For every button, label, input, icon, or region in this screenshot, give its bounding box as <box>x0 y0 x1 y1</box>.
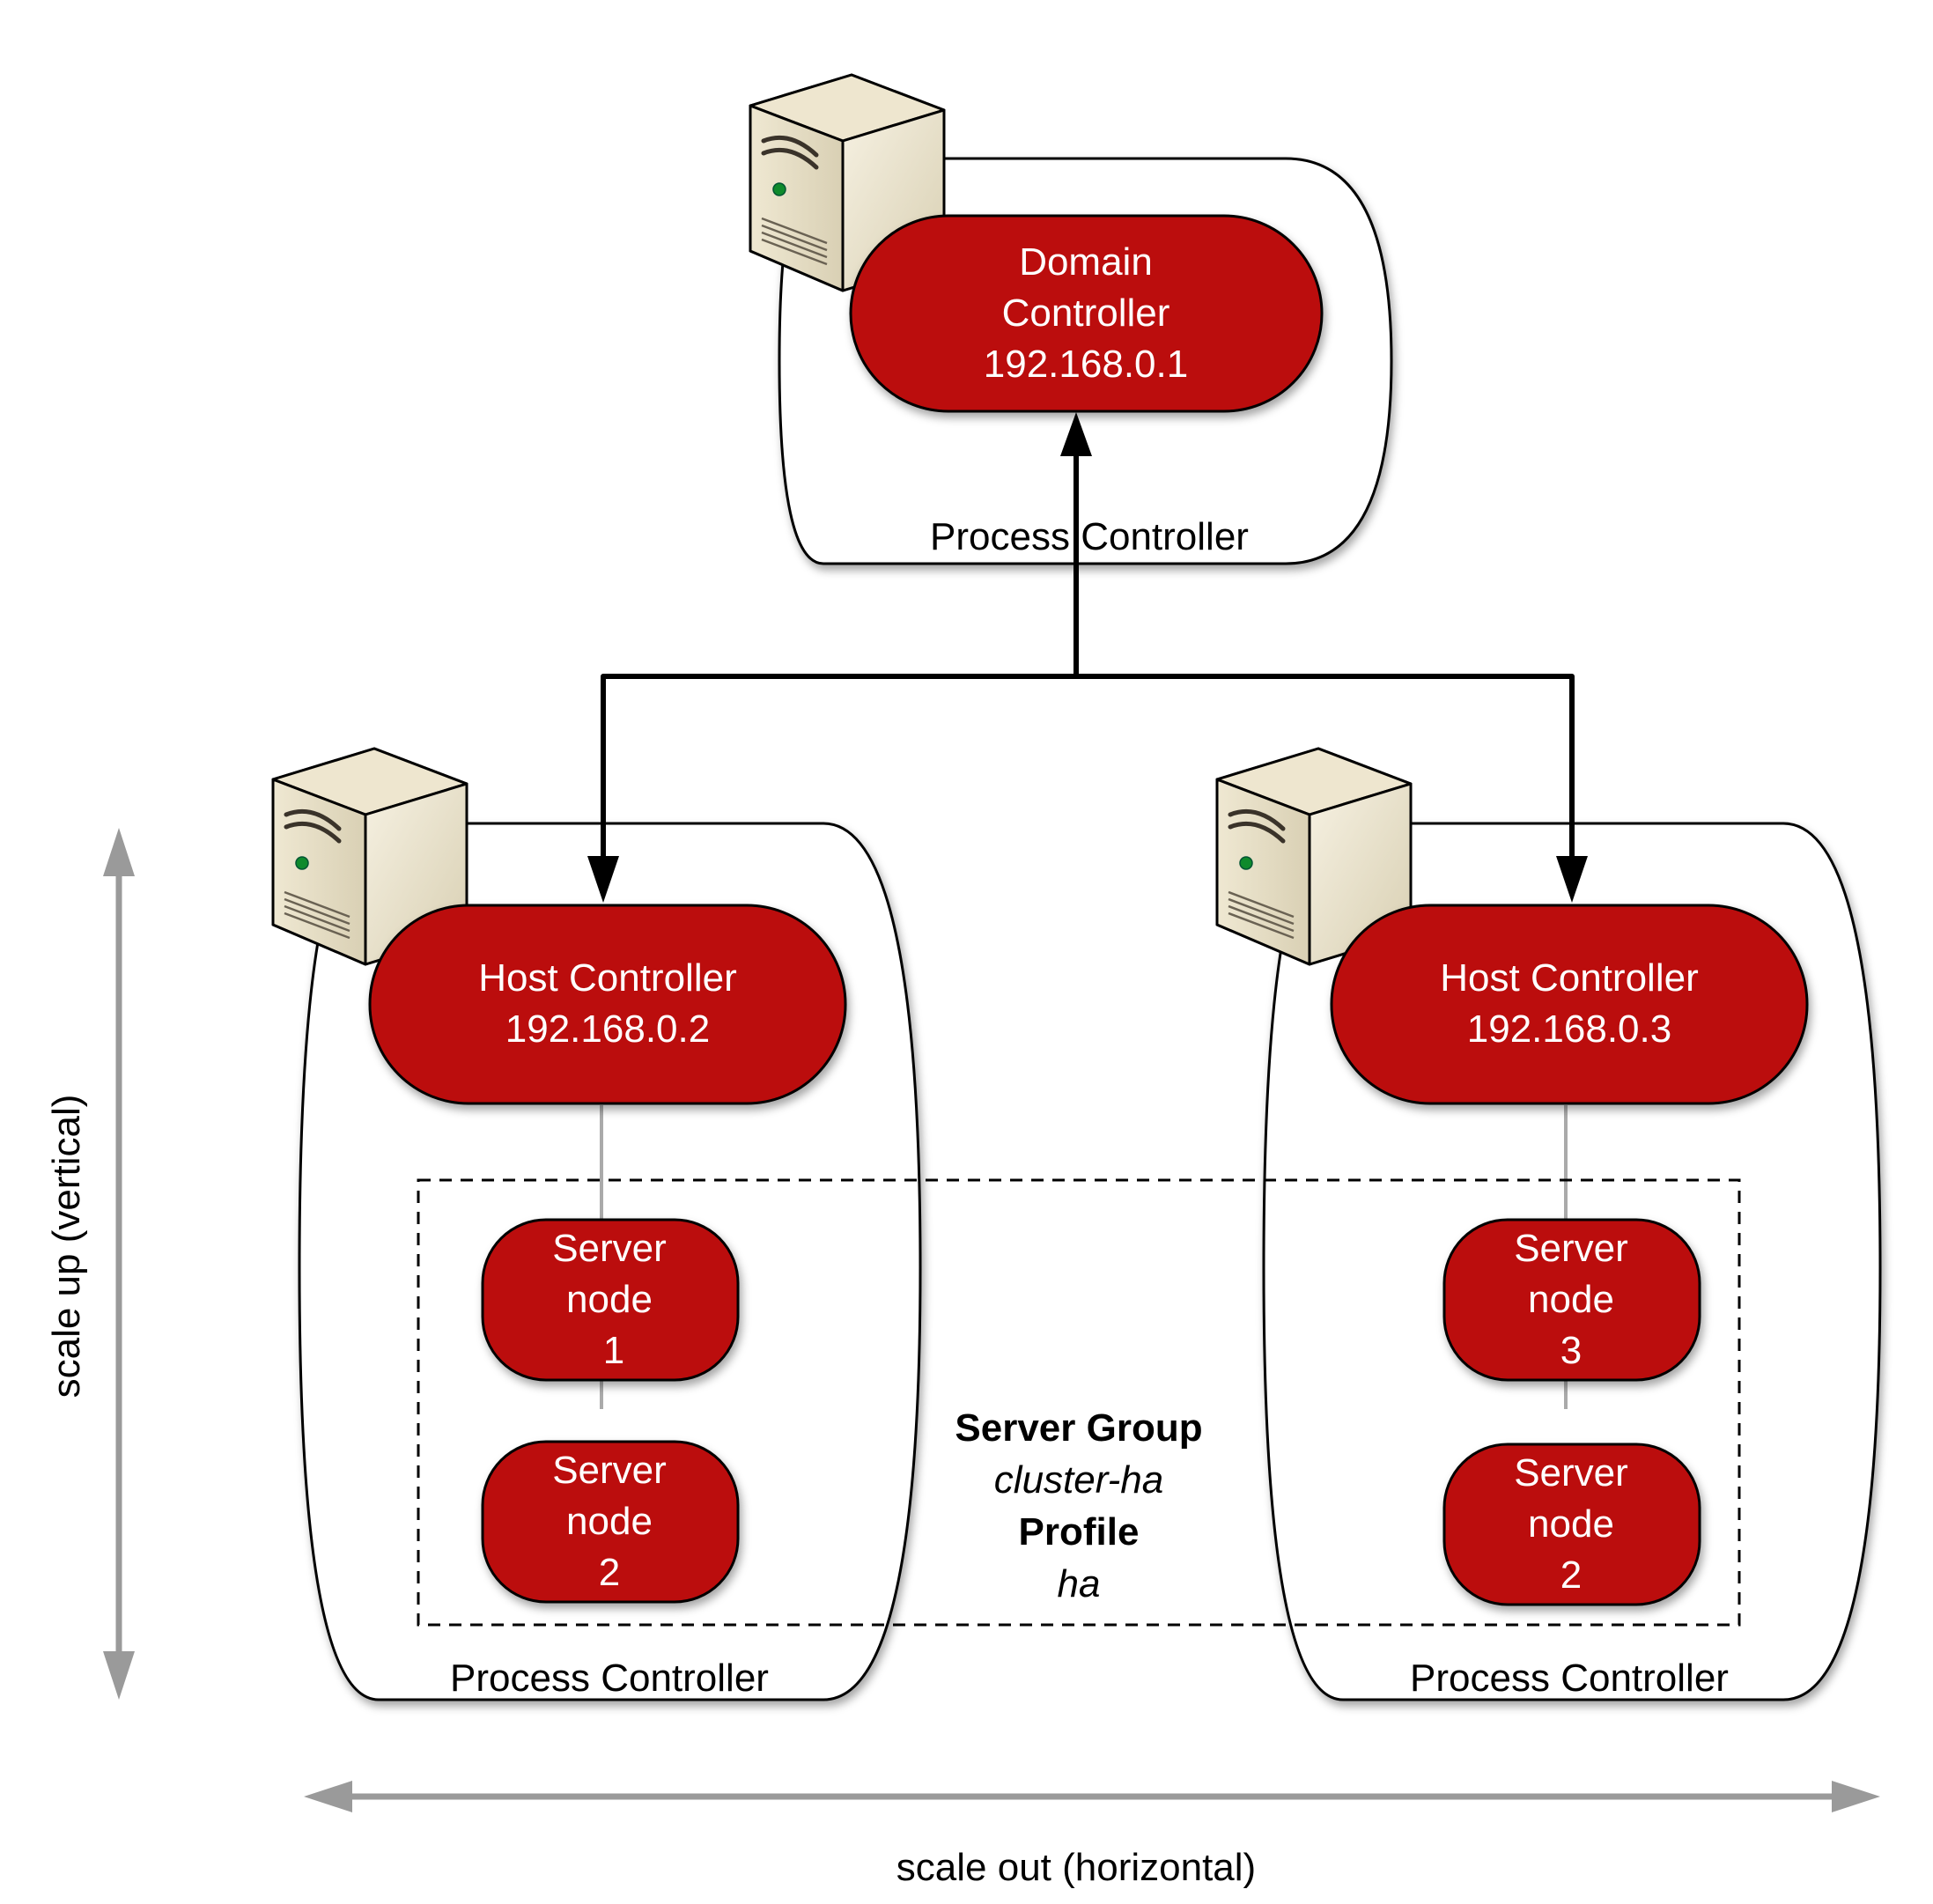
host-controller-ip: 192.168.0.2 <box>505 1007 710 1051</box>
server-node <box>1442 1218 1701 1382</box>
server-node-label: 2 <box>599 1551 620 1594</box>
axis-arrowhead-down <box>103 1651 135 1700</box>
process-controller-label: Process Controller <box>450 1657 769 1700</box>
arrowhead-down <box>1556 856 1588 903</box>
horizontal-scale-label: scale out (horizontal) <box>896 1846 1256 1889</box>
server-group-boundary <box>417 1178 1741 1627</box>
server-node <box>1442 1443 1701 1606</box>
server-node <box>481 1218 740 1382</box>
profile-heading: Profile <box>1019 1510 1140 1553</box>
profile-name: ha <box>1058 1562 1101 1605</box>
arrowhead-up <box>1060 412 1092 456</box>
server-group-name: cluster-ha <box>994 1458 1163 1502</box>
server-node-label: Server <box>552 1227 667 1270</box>
host-controller-node <box>1330 904 1809 1105</box>
management-connector <box>601 454 1575 881</box>
server-node-label: node <box>566 1278 653 1321</box>
vertical-scale-label: scale up (vertical) <box>45 1095 88 1398</box>
host-controller-label: Host Controller <box>478 956 736 1000</box>
server-node-label: 2 <box>1560 1553 1582 1597</box>
process-controller-label: Process Controller <box>930 515 1249 558</box>
axis-arrowhead-right <box>1832 1781 1880 1812</box>
server-node-label: 3 <box>1560 1329 1582 1372</box>
domain-controller-ip: 192.168.0.1 <box>984 343 1188 386</box>
server-node-label: node <box>566 1500 653 1543</box>
host-controller-node <box>368 904 847 1105</box>
domain-controller-label: Domain <box>1019 240 1153 284</box>
axis-arrowhead-up <box>103 828 135 876</box>
domain-controller-label: Controller <box>1002 292 1170 335</box>
server-node-label: Server <box>1514 1451 1628 1494</box>
arrowhead-down <box>587 856 619 903</box>
host-controller-ip: 192.168.0.3 <box>1467 1007 1671 1051</box>
server-node-label: node <box>1528 1278 1614 1321</box>
server-group-heading: Server Group <box>955 1406 1202 1450</box>
process-controller-label: Process Controller <box>1410 1657 1729 1700</box>
domain-controller-node <box>849 214 1324 413</box>
server-node-label: Server <box>1514 1227 1628 1270</box>
host-controller-label: Host Controller <box>1440 956 1698 1000</box>
server-node-label: node <box>1528 1502 1614 1546</box>
server-node-label: Server <box>552 1449 667 1492</box>
server-node-label: 1 <box>603 1329 624 1372</box>
axis-arrowhead-left <box>304 1781 352 1812</box>
server-node <box>481 1440 740 1604</box>
